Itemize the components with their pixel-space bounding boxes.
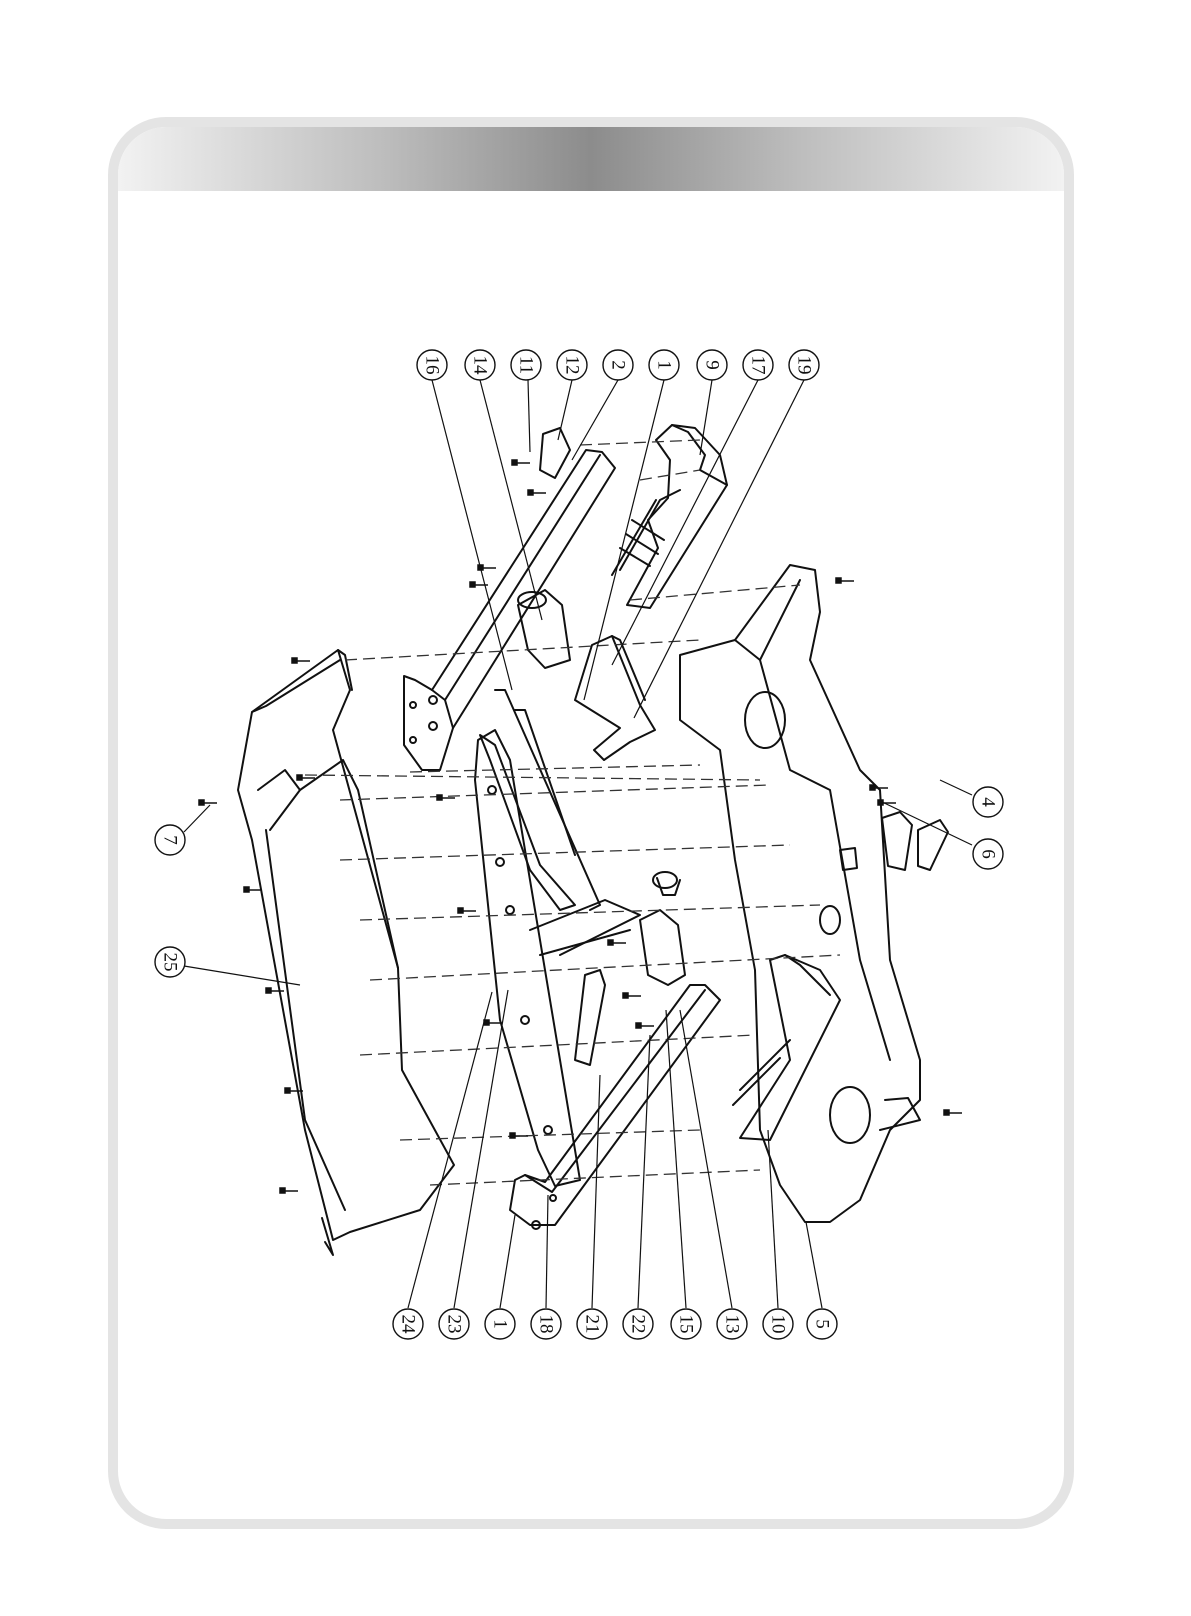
svg-text:6: 6	[978, 849, 999, 859]
svg-text:23: 23	[444, 1315, 465, 1334]
svg-text:9: 9	[702, 360, 723, 370]
part-14-cylinder	[518, 590, 570, 668]
svg-text:18: 18	[536, 1315, 557, 1334]
callout-23: 23	[439, 1309, 469, 1339]
svg-text:21: 21	[582, 1315, 603, 1334]
svg-text:10: 10	[768, 1315, 789, 1334]
svg-text:16: 16	[422, 356, 443, 375]
part-25-left-cover	[238, 650, 454, 1255]
svg-text:13: 13	[722, 1315, 743, 1334]
callout-5: 5	[807, 1309, 837, 1339]
svg-text:24: 24	[398, 1315, 419, 1335]
svg-text:7: 7	[160, 835, 181, 845]
callout-15: 15	[671, 1309, 701, 1339]
part-15-motor	[640, 872, 685, 985]
callout-7: 7	[155, 825, 185, 855]
callout-9: 9	[697, 350, 727, 380]
svg-text:11: 11	[516, 356, 537, 374]
callout-11: 11	[511, 350, 541, 380]
callout-18: 18	[531, 1309, 561, 1339]
callout-10: 10	[763, 1309, 793, 1339]
svg-text:2: 2	[608, 360, 629, 370]
part-5-right-base	[680, 565, 920, 1222]
callout-4: 4	[973, 787, 1003, 817]
svg-text:14: 14	[470, 356, 491, 376]
callout-21: 21	[577, 1309, 607, 1339]
part-16-frame-rail	[480, 690, 600, 910]
callout-1-top: 1	[649, 350, 679, 380]
svg-text:15: 15	[676, 1315, 697, 1334]
part-10-lower-beam	[510, 985, 720, 1229]
part-13-lower-leg	[733, 955, 840, 1140]
part-17-bracket	[575, 636, 655, 760]
svg-text:19: 19	[794, 356, 815, 375]
callout-1-bottom: 1	[485, 1309, 515, 1339]
svg-text:4: 4	[978, 797, 999, 807]
svg-text:12: 12	[562, 356, 583, 375]
svg-text:25: 25	[160, 953, 181, 972]
callout-19: 19	[789, 350, 819, 380]
callout-12: 12	[557, 350, 587, 380]
callout-2: 2	[603, 350, 633, 380]
part-22-lower-tube	[575, 970, 605, 1065]
callout-6: 6	[973, 839, 1003, 869]
callout-14: 14	[465, 350, 495, 380]
callout-24: 24	[393, 1309, 423, 1339]
callout-22: 22	[623, 1309, 653, 1339]
part-2-upper-beam	[404, 428, 615, 770]
callout-25: 25	[155, 947, 185, 977]
svg-text:17: 17	[748, 356, 769, 375]
svg-text:22: 22	[628, 1315, 649, 1334]
callout-16: 16	[417, 350, 447, 380]
part-9-upper-leg	[612, 425, 727, 608]
part-6-end-cap	[882, 812, 948, 870]
part-1-main-frame	[475, 730, 640, 1186]
svg-text:5: 5	[812, 1319, 833, 1329]
svg-text:1: 1	[654, 360, 675, 370]
callout-17: 17	[743, 350, 773, 380]
callout-13: 13	[717, 1309, 747, 1339]
svg-text:1: 1	[490, 1319, 511, 1329]
screw-set	[199, 460, 962, 1193]
